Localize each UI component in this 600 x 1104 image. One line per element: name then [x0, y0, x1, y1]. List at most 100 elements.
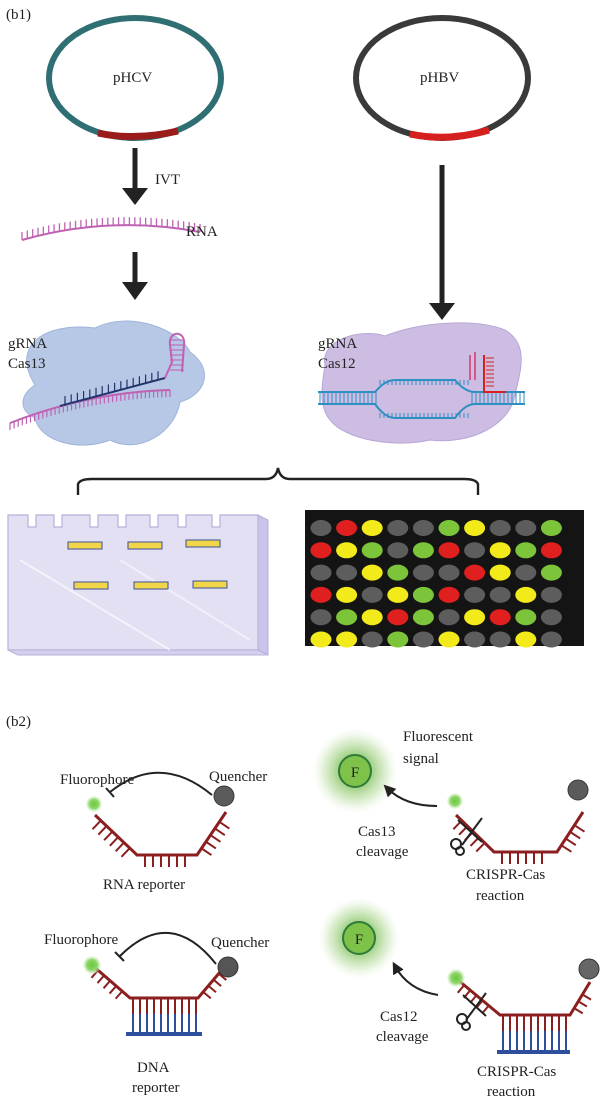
- rna-reporter-label: RNA reporter: [103, 877, 185, 893]
- cas12-signal-letter: F: [355, 932, 363, 948]
- array-spot: [438, 586, 460, 603]
- fluorescent-line2: signal: [403, 751, 439, 767]
- array-spot: [489, 564, 511, 581]
- array-spot: [438, 609, 460, 626]
- array-spot: [515, 564, 537, 581]
- rna-fluorophore-label: Fluorophore: [60, 772, 135, 788]
- array-spot: [336, 520, 358, 536]
- dna-fluorophore-label: Fluorophore: [44, 932, 119, 948]
- array-spot: [489, 609, 511, 626]
- array-spot: [310, 631, 332, 648]
- cas13-gRNA-label: gRNA: [8, 336, 47, 352]
- array-spot: [438, 520, 460, 536]
- array-spot: [540, 609, 562, 626]
- array-spot: [387, 564, 409, 581]
- gel-band: [133, 581, 169, 590]
- array-spot: [489, 586, 511, 603]
- quencher-dot: [213, 785, 235, 807]
- cas13-cleavage-line1: Cas13: [358, 824, 396, 840]
- gel-band: [127, 541, 163, 550]
- array-spot: [361, 631, 383, 648]
- dna-quencher-label: Quencher: [211, 935, 269, 951]
- array-spot: [387, 520, 409, 536]
- array-spot: [361, 564, 383, 581]
- array-spot: [387, 586, 409, 603]
- array-spot: [540, 564, 562, 581]
- cleaved-rna-reporter: [447, 779, 589, 864]
- array-spot: [387, 631, 409, 648]
- quencher-dot: [217, 956, 239, 978]
- array-spot: [336, 564, 358, 581]
- array-spot: [464, 631, 486, 648]
- rna-reporter: [86, 771, 235, 867]
- array-spot: [515, 586, 537, 603]
- array-spot: [361, 542, 383, 559]
- array-spot: [464, 520, 486, 536]
- fluorophore-dot: [447, 969, 465, 987]
- array-spot: [412, 520, 434, 536]
- scissors-icon: [456, 992, 487, 1031]
- array-spot: [412, 586, 434, 603]
- array-spot: [464, 542, 486, 559]
- array-spot: [515, 631, 537, 648]
- fluorescent-line1: Fluorescent: [403, 729, 474, 745]
- quencher-dot: [567, 779, 589, 801]
- cas12-gRNA-label: gRNA: [318, 336, 357, 352]
- panel-b2-label: (b2): [6, 714, 31, 730]
- ivt-label: IVT: [155, 172, 180, 188]
- cas13-signal-letter: F: [351, 765, 359, 781]
- array-spot: [540, 542, 562, 559]
- cas13-complex: [9, 320, 205, 446]
- array-spot: [489, 542, 511, 559]
- array-spot: [464, 564, 486, 581]
- array-spot: [412, 631, 434, 648]
- array-spot: [489, 520, 511, 536]
- gel-band: [185, 539, 221, 548]
- array-spot: [336, 542, 358, 559]
- array-spot: [438, 542, 460, 559]
- cas12-cleavage-arrow: [392, 961, 439, 996]
- array-spot: [336, 586, 358, 603]
- cas13-label: Cas13: [8, 356, 46, 372]
- gel-electrophoresis: [7, 514, 269, 656]
- scissors-icon: [450, 817, 483, 856]
- cas12-label: Cas12: [318, 356, 356, 372]
- array-spot: [387, 542, 409, 559]
- array-spot: [438, 631, 460, 648]
- dna-reporter-line1: DNA: [137, 1060, 170, 1076]
- array-spot: [464, 586, 486, 603]
- array-spot: [336, 609, 358, 626]
- array-spot: [361, 609, 383, 626]
- fluorophore-dot: [447, 793, 463, 809]
- gel-band: [192, 580, 228, 589]
- cas13-reaction-line2: reaction: [476, 888, 525, 904]
- array-spot: [387, 609, 409, 626]
- cas12-complex: [318, 322, 525, 444]
- cas13-fluorescent-signal: F: [313, 729, 397, 813]
- microarray: [305, 510, 584, 648]
- phbv-plasmid: pHBV: [353, 15, 531, 141]
- array-spot: [412, 564, 434, 581]
- array-spot: [540, 631, 562, 648]
- rna-to-cas13-arrow: [122, 252, 148, 300]
- gel-band: [73, 581, 109, 590]
- panel-b1-label: (b1): [6, 7, 31, 23]
- array-spot: [540, 586, 562, 603]
- cas12-reaction-line1: CRISPR-Cas: [477, 1064, 556, 1080]
- ivt-arrow: [122, 148, 148, 205]
- fluorophore-dot: [83, 956, 101, 974]
- array-spot: [412, 609, 434, 626]
- array-spot: [361, 586, 383, 603]
- dna-reporter: [83, 932, 239, 1036]
- cas12-cleavage-line2: cleavage: [376, 1029, 429, 1045]
- array-spot: [310, 542, 332, 559]
- array-spot: [540, 520, 562, 536]
- quencher-dot: [578, 958, 600, 980]
- cas13-cleavage-line2: cleavage: [356, 844, 409, 860]
- array-spot: [489, 631, 511, 648]
- cas12-fluorescent-signal: F: [319, 898, 399, 978]
- array-spot: [515, 542, 537, 559]
- array-spot: [310, 520, 332, 536]
- phbv-to-cas12-arrow: [429, 165, 455, 320]
